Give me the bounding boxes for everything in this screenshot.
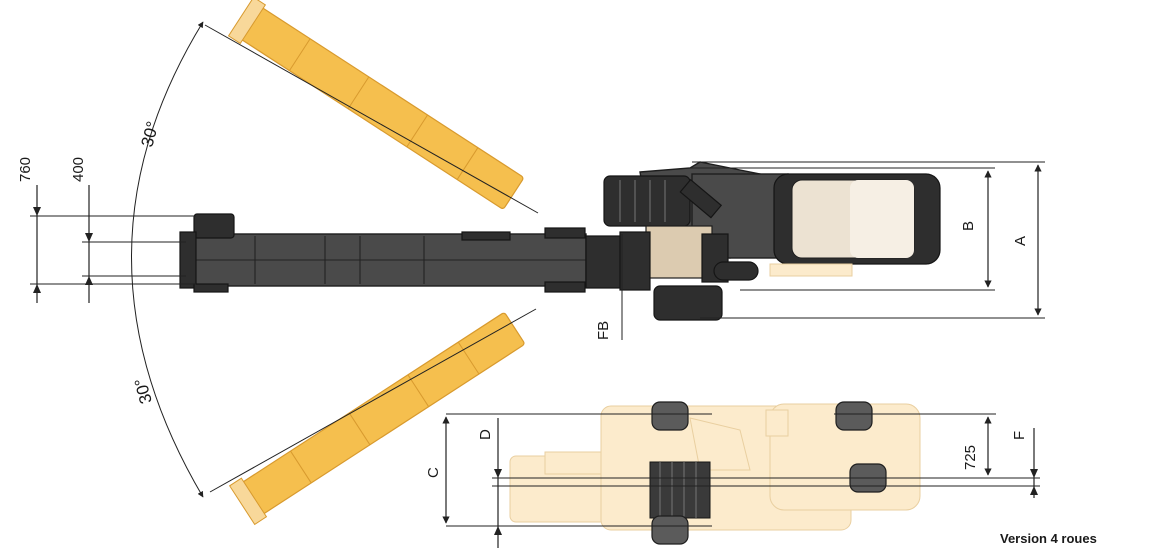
dim-400-label: 400 [70, 157, 87, 182]
lower-boom-centerline [209, 308, 537, 493]
swing-arc [131, 21, 204, 498]
dim-b-label: B [960, 221, 977, 231]
dim-725-label: 725 [962, 445, 979, 470]
main-machine [179, 161, 941, 321]
tire-rear-left [835, 401, 873, 431]
version-caption: Version 4 roues [1000, 531, 1097, 546]
dim-760-label: 760 [17, 157, 34, 182]
tire-front-left [651, 401, 689, 431]
front-axle-drive [649, 461, 711, 519]
dim-a-label: A [1012, 236, 1029, 246]
counterweight-grille [603, 175, 691, 227]
tire-front-right [651, 515, 689, 545]
bucket-attachment [193, 213, 235, 239]
dim-d-label: D [477, 429, 494, 440]
dim-f-label: F [1011, 431, 1028, 440]
lower-swung-boom [228, 312, 525, 526]
dim-c-label: C [425, 467, 442, 478]
four-wheel-version-view [509, 401, 921, 545]
fb-label: FB [595, 321, 612, 340]
angle-label-upper: 30° [138, 119, 163, 149]
upper-boom-centerline [204, 24, 539, 214]
angle-label-lower: 30° [131, 376, 156, 406]
upper-swung-boom [227, 0, 524, 209]
